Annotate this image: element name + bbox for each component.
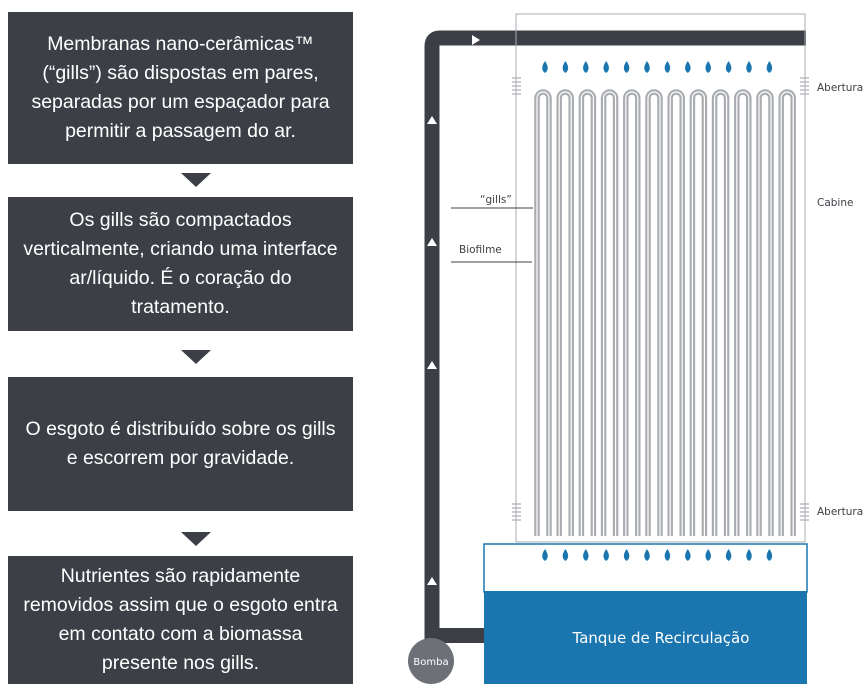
flow-up-arrow-icon	[427, 577, 437, 585]
gill-membrane	[623, 89, 641, 536]
gill-membrane-gap	[669, 91, 683, 536]
water-drop-icon	[725, 61, 732, 73]
tank-top-chamber	[483, 543, 808, 593]
flow-up-arrow-icon	[427, 238, 437, 246]
water-drop-icon	[746, 549, 752, 561]
water-drop-icon	[644, 61, 650, 73]
gill-membrane-gap	[647, 91, 661, 536]
gill-membrane-gap	[625, 91, 639, 536]
step-4-box: Nutrientes são rapidamente removidos ass…	[8, 556, 353, 684]
water-drop-icon	[664, 61, 671, 73]
gill-membrane-gap	[580, 91, 594, 536]
gill-membrane	[556, 89, 574, 536]
water-drop-icon	[705, 549, 711, 561]
flow-arrow-icons	[427, 35, 480, 585]
flow-up-arrow-icon	[427, 361, 437, 369]
pump-icon[interactable]	[408, 638, 454, 684]
recirculation-pipe	[424, 30, 806, 660]
water-drop-icon	[685, 549, 691, 561]
water-drop-icon	[623, 61, 630, 73]
flow-right-arrow-icon	[472, 35, 480, 45]
gill-membrane-gap	[691, 91, 705, 536]
gill-membrane-gap	[536, 91, 550, 536]
gill-membrane-gap	[714, 91, 728, 536]
gill-membrane	[778, 89, 796, 536]
gill-membrane-gap	[603, 91, 617, 536]
gills-label: “gills”	[480, 194, 512, 206]
opening-top-vent-icon	[512, 77, 809, 95]
water-drop-icon	[562, 61, 569, 73]
opening-bottom-label: Abertura	[817, 506, 863, 518]
water-drop-icon	[705, 61, 711, 73]
tank-label: Tanque de Recirculação	[572, 629, 750, 647]
pump-label: Bomba	[413, 657, 448, 668]
gill-membrane-gap	[558, 91, 572, 536]
cabin-label: Cabine	[817, 197, 853, 209]
water-drop-icon	[603, 61, 609, 73]
step-2-box: Os gills são compactados verticalmente, …	[8, 197, 353, 331]
water-drop-icon	[766, 549, 773, 561]
cabin-outline	[515, 13, 806, 543]
gill-membrane	[756, 89, 774, 536]
step-arrow-1-icon	[181, 173, 211, 187]
step-2-text: Os gills são compactados verticalmente, …	[23, 209, 338, 318]
gills-stack	[534, 89, 796, 536]
water-drop-icon	[583, 549, 589, 561]
opening-top-label: Abertura	[817, 82, 863, 94]
water-drop-icon	[583, 61, 589, 73]
water-drop-icon	[766, 61, 773, 73]
water-drop-icon	[664, 549, 671, 561]
gill-membrane	[734, 89, 752, 536]
step-arrow-2-icon	[181, 350, 211, 364]
flow-up-arrow-icon	[427, 116, 437, 124]
water-drop-icon	[725, 549, 732, 561]
gill-membrane-gap	[736, 91, 750, 536]
gill-membrane-gap	[758, 91, 772, 536]
water-drop-icon	[623, 549, 630, 561]
step-1-text: Membranas nano-cerâmicas™ (“gills”) são …	[31, 33, 330, 142]
step-4-text: Nutrientes são rapidamente removidos ass…	[23, 565, 338, 674]
gill-membrane	[534, 89, 552, 536]
biofilm-label: Biofilme	[459, 244, 502, 256]
water-drop-icon	[603, 549, 609, 561]
water-drop-icon	[542, 61, 548, 73]
step-1-box: Membranas nano-cerâmicas™ (“gills”) são …	[8, 12, 353, 164]
gill-membrane-gap	[780, 91, 794, 536]
step-arrow-3-icon	[181, 532, 211, 546]
gill-membrane	[600, 89, 619, 536]
gill-membrane	[689, 89, 708, 536]
water-drop-icon	[685, 61, 691, 73]
step-3-box: O esgoto é distribuído sobre os gills e …	[8, 377, 353, 511]
water-drop-icon	[562, 549, 569, 561]
gill-membrane	[645, 89, 663, 536]
recirculation-tank	[484, 591, 807, 684]
distribution-drops-top	[542, 61, 773, 73]
distribution-drops-bottom	[542, 549, 773, 561]
gill-membrane	[667, 89, 685, 536]
gill-membrane	[578, 89, 597, 536]
opening-bottom-vent-icon	[512, 503, 809, 521]
water-drop-icon	[542, 549, 548, 561]
water-drop-icon	[644, 549, 650, 561]
gill-membrane	[711, 89, 730, 536]
water-drop-icon	[746, 61, 752, 73]
step-3-text: O esgoto é distribuído sobre os gills e …	[25, 418, 336, 469]
